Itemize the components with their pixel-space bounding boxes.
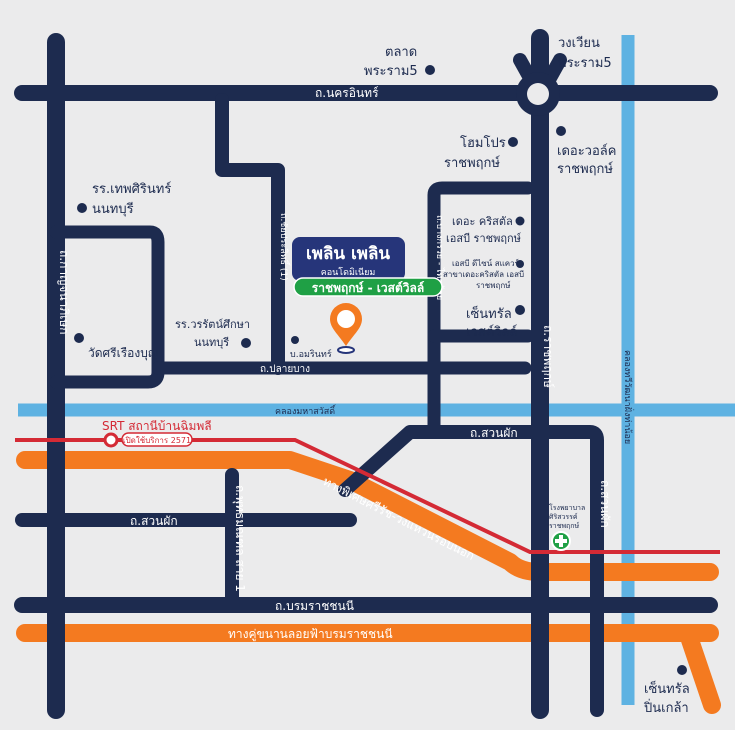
place-label-line1: โฮมโปร [460, 135, 506, 151]
highway-pinklao-branch [681, 631, 721, 714]
place-talat-rama5: ตลาด พระราม5 [364, 45, 435, 79]
label-plai-bang: ถ.ปลายบาง [260, 364, 310, 375]
label-kanchana: ถ.กาญจนาภิเษก [57, 250, 71, 334]
label-maha-sawat: คลองมหาสวัสดิ์ [275, 404, 337, 417]
road-bang-kruai [427, 181, 535, 437]
place-dot [77, 203, 87, 213]
place-label-line3: ราชพฤกษ์ [476, 280, 511, 290]
place-label-line2: นนทบุรี [92, 201, 134, 217]
place-sb-design: เอสบี ดีไซน์ สแควร์ สาขาเดอะคริสตัล เอสบ… [443, 258, 524, 290]
place-wat-sri: วัดศรีเรืองบุญ [74, 333, 158, 361]
place-rama5-circle: วงเวียน พระราม5 [558, 35, 612, 71]
place-central-westville: เซ็นทรัล เวสต์วิลล์ [466, 304, 525, 340]
pin-center [337, 310, 355, 328]
label-borom: ถ.บรมราชชนนี [275, 599, 354, 613]
place-label: วัดศรีเรืองบุญ [88, 346, 158, 361]
place-label-line2: พระราม5 [364, 64, 418, 79]
rail-badge: เปิดใช้บริการ 2571 [123, 436, 191, 445]
place-central-pinklao: เซ็นทรัล ปิ่นเกล้า [643, 665, 690, 716]
place-label-line1: รร.วรรัตน์ศึกษา [175, 318, 250, 331]
rail-badge-box [121, 432, 193, 447]
place-dot [425, 65, 435, 75]
project-location-pill [293, 277, 443, 297]
rama5-roundabout-center [527, 83, 549, 105]
place-dot [515, 216, 525, 226]
label-bang-kruai: ถ.บางกรวย - ไทรน้อย [434, 215, 445, 300]
place-the-walk: เดอะวอล์ค ราชพฤกษ์ [556, 126, 616, 177]
place-thepsirin: รร.เทพศิรินทร์ นนทบุรี [77, 181, 171, 217]
place-label-line3: ราชพฤกษ์ [549, 522, 580, 530]
label-suan-phak-east: ถ.สวนผัก [470, 426, 518, 440]
label-borom-elevated: ทางคู่ขนานลอยฟ้าบรมราชชนนี [228, 627, 393, 642]
place-dot [291, 336, 299, 344]
project-name: เพลิน เพลิน [306, 244, 390, 264]
label-thawi: คลองทวีวัฒนาฝั่งท่าน้อย [622, 350, 635, 444]
place-label-line1: เดอะวอล์ค [557, 143, 616, 159]
place-wararat: รร.วรรัตน์ศึกษา นนทบุรี [175, 318, 251, 349]
rail-station-label: SRT สถานีบ้านฉิมพลี [102, 419, 212, 433]
road-suan-phak-east [338, 425, 604, 717]
place-label-line2: สาขาเดอะคริสตัล เอสบี [443, 270, 524, 279]
place-label-line1: เซ็นทรัล [644, 679, 690, 697]
place-label-line1: ตลาด [385, 45, 417, 60]
place-hospital: โรงพยาบาล ศิริสวรรค์ ราชพฤกษ์ [549, 503, 585, 551]
label-nakhon-in: ถ.นครอินทร์ [315, 86, 379, 100]
place-label-line2: ศิริสวรรค์ [549, 513, 578, 521]
project-logo-box [292, 237, 405, 281]
place-label-line2: เอสบี ราชพฤกษ์ [446, 232, 521, 245]
rail-station-marker [103, 432, 119, 448]
project-subtitle: คอนโดมิเนียม [321, 267, 376, 278]
location-pin-icon [330, 303, 362, 354]
label-suan-phak-west: ถ.สวนผัก [130, 514, 178, 528]
place-dot [508, 137, 518, 147]
place-dot [677, 665, 687, 675]
road-loop-west [49, 225, 165, 389]
project-logo: เพลิน เพลิน คอนโดมิเนียม ราชพฤกษ์ - เวสต… [292, 237, 443, 297]
place-label-line1: รร.เทพศิรินทร์ [92, 181, 171, 197]
place-ba-on: บ.อมรินทร์ [290, 336, 332, 360]
hospital-cross-h [555, 539, 567, 543]
place-homepro: โฮมโปร ราชพฤกษ์ [444, 135, 518, 171]
place-dot [241, 338, 251, 348]
pin-shadow [337, 346, 355, 354]
place-dot [516, 260, 524, 268]
road-chaiyaprasit [215, 93, 285, 375]
place-label-line2: ราชพฤกษ์ [557, 161, 613, 177]
place-dot [556, 126, 566, 136]
place-dot [74, 333, 84, 343]
label-chaiyaprasit: ถ.ชัยประสิทธิ์ (1) [278, 213, 291, 281]
place-label-line1: โรงพยาบาล [549, 503, 585, 512]
label-phuttha: ถ.พุทธมณฑล สาย 1 [232, 485, 247, 592]
place-label-line2: นนทบุรี [194, 336, 229, 349]
place-label-line1: เดอะ คริสตัล [452, 215, 513, 228]
place-label: บ.อมรินทร์ [290, 348, 332, 360]
label-suan-phak-v: ถ.สวนผัก [598, 480, 612, 528]
place-label-line1: เซ็นทรัล [466, 304, 512, 322]
place-label-line1: เอสบี ดีไซน์ สแควร์ [452, 258, 520, 268]
place-label-line1: วงเวียน [558, 35, 600, 51]
place-label-line2: ราชพฤกษ์ [444, 155, 500, 171]
place-dot [515, 305, 525, 315]
label-ratchaphruek: ถ.ราชพฤกษ์ [541, 325, 555, 388]
place-the-crystal: เดอะ คริสตัล เอสบี ราชพฤกษ์ [446, 215, 525, 245]
place-label-line2: ปิ่นเกล้า [643, 699, 689, 716]
place-label-line2: เวสต์วิลล์ [466, 324, 517, 340]
project-location: ราชพฤกษ์ - เวสต์วิลล์ [312, 281, 424, 295]
place-label-line2: พระราม5 [558, 56, 612, 71]
